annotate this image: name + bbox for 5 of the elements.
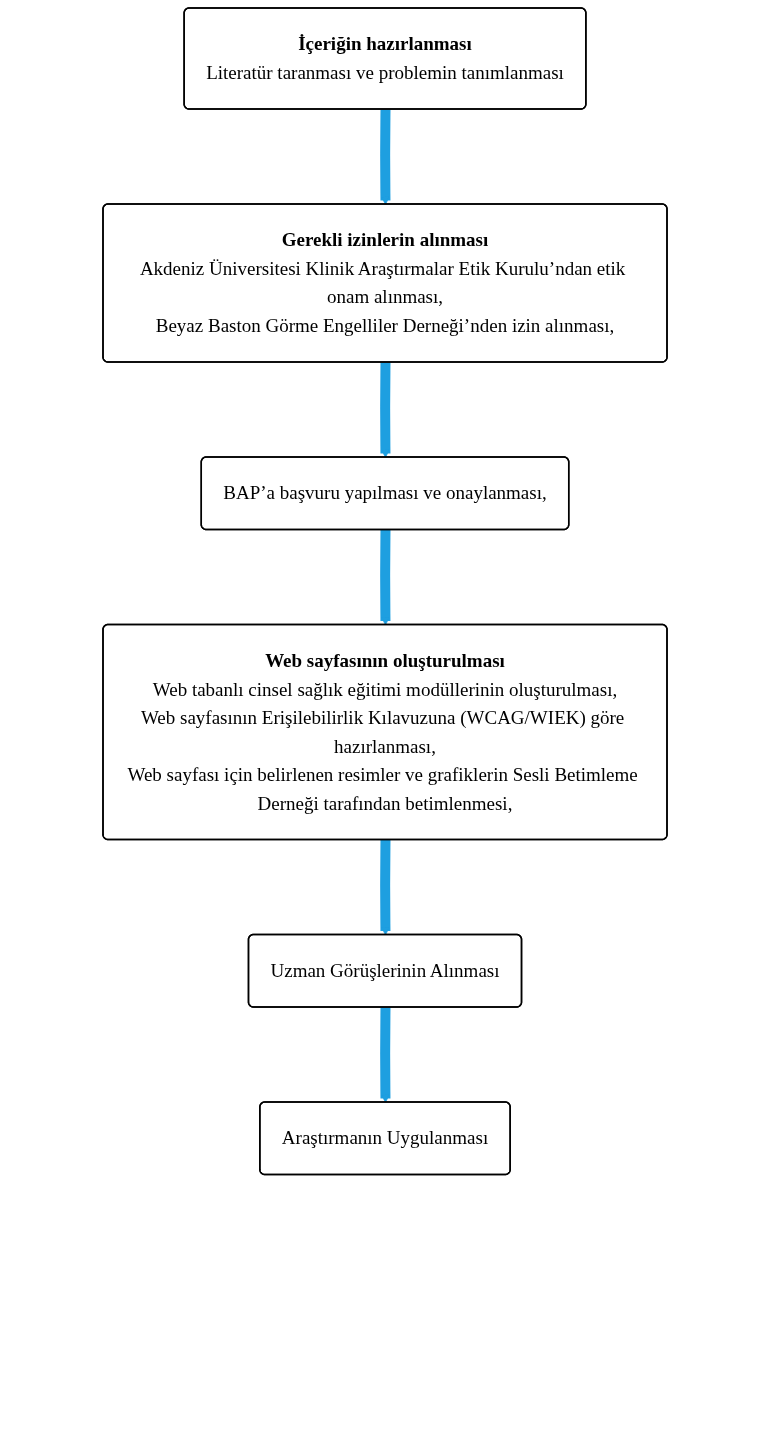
arrow: [380, 839, 391, 936]
arrow: [380, 362, 391, 458]
arrow: [380, 1007, 391, 1103]
arrow: [380, 529, 391, 626]
arrow: [380, 109, 391, 205]
